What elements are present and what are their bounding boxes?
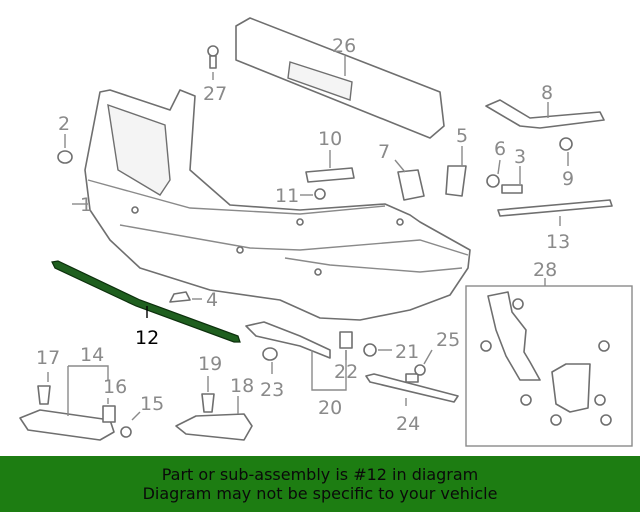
part-27-bolt[interactable] [207, 45, 219, 80]
callout-11[interactable]: 11 [275, 185, 299, 207]
callout-24[interactable]: 24 [396, 413, 420, 435]
callout-12[interactable]: 12 [135, 327, 159, 349]
part-13-strip[interactable] [497, 199, 613, 226]
parts-diagram: 1 2 3 4 5 6 7 8 9 10 11 12 13 14 15 16 1… [19, 17, 633, 447]
part-3-bolt[interactable] [501, 166, 523, 194]
callout-27[interactable]: 27 [203, 83, 227, 105]
callout-23[interactable]: 23 [260, 379, 284, 401]
notice-banner: Part or sub-assembly is #12 in diagram D… [0, 456, 640, 512]
callout-5[interactable]: 5 [456, 125, 468, 147]
diagram-canvas: 1 2 3 4 5 6 7 8 9 10 11 12 13 14 15 16 1… [19, 17, 633, 447]
callout-8[interactable]: 8 [541, 82, 553, 104]
part-12-lower-garnish[interactable] [51, 260, 241, 343]
part-6-screw[interactable] [486, 159, 501, 188]
banner-line-1: Part or sub-assembly is #12 in diagram [161, 465, 479, 484]
callout-17[interactable]: 17 [36, 347, 60, 369]
part-24-lower-strip[interactable] [365, 349, 459, 406]
banner-line-2: Diagram may not be specific to your vehi… [142, 484, 498, 503]
part-4-clip[interactable] [169, 291, 202, 303]
part-2-clip[interactable] [57, 134, 73, 164]
part-5-bracket[interactable] [445, 146, 467, 197]
callout-20[interactable]: 20 [318, 397, 342, 419]
part-23-clip[interactable] [262, 347, 278, 374]
callout-25[interactable]: 25 [436, 329, 460, 351]
callout-2[interactable]: 2 [58, 113, 70, 135]
part-20-bracket[interactable] [245, 321, 347, 391]
callout-6[interactable]: 6 [494, 138, 506, 160]
callout-28[interactable]: 28 [533, 259, 557, 281]
part-1-bumper-cover[interactable] [72, 89, 471, 321]
part-7-bracket[interactable] [394, 159, 425, 201]
callout-16[interactable]: 16 [103, 376, 127, 398]
callout-4[interactable]: 4 [206, 289, 218, 311]
part-22-clip[interactable] [339, 331, 353, 360]
callout-15[interactable]: 15 [140, 393, 164, 415]
callout-22[interactable]: 22 [334, 361, 358, 383]
callout-7[interactable]: 7 [378, 141, 390, 163]
callout-9[interactable]: 9 [562, 168, 574, 190]
callout-18[interactable]: 18 [230, 375, 254, 397]
callout-26[interactable]: 26 [332, 35, 356, 57]
part-15-screw[interactable] [120, 411, 141, 438]
callout-3[interactable]: 3 [514, 146, 526, 168]
part-28-mudguard-kit[interactable] [465, 278, 633, 447]
callout-14[interactable]: 14 [80, 344, 104, 366]
part-14-left-reflector[interactable] [19, 365, 116, 441]
callout-19[interactable]: 19 [198, 353, 222, 375]
callout-21[interactable]: 21 [395, 341, 419, 363]
part-8-side-bracket[interactable] [485, 99, 605, 129]
callout-1[interactable]: 1 [80, 194, 92, 216]
part-9-screw[interactable] [559, 137, 573, 166]
part-11-bolt[interactable] [300, 188, 326, 200]
part-18-right-reflector[interactable] [175, 376, 253, 441]
part-10-bracket[interactable] [305, 150, 355, 183]
part-21-bolt[interactable] [363, 343, 392, 357]
part-26-reinforcement-beam[interactable] [235, 17, 445, 139]
callout-10[interactable]: 10 [318, 128, 342, 150]
callout-13[interactable]: 13 [546, 231, 570, 253]
